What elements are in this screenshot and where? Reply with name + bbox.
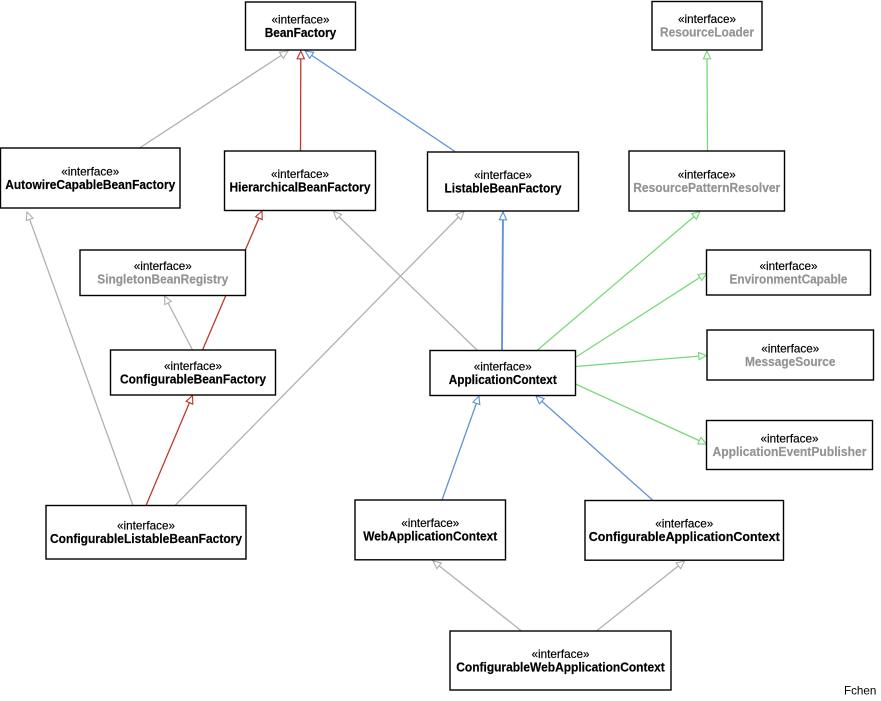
svg-text:«interface»: «interface» — [272, 12, 330, 26]
svg-text:WebApplicationContext: WebApplicationContext — [363, 529, 498, 544]
svg-text:ApplicationEventPublisher: ApplicationEventPublisher — [713, 444, 867, 459]
svg-text:SingletonBeanRegistry: SingletonBeanRegistry — [97, 272, 229, 287]
svg-text:«interface»: «interface» — [164, 359, 222, 373]
svg-text:ConfigurableWebApplicationCont: ConfigurableWebApplicationContext — [456, 659, 665, 674]
svg-text:«interface»: «interface» — [532, 647, 590, 661]
svg-text:ResourcePatternResolver: ResourcePatternResolver — [633, 180, 780, 195]
svg-text:Fchen: Fchen — [844, 684, 876, 698]
svg-text:«interface»: «interface» — [61, 164, 119, 178]
svg-text:ApplicationContext: ApplicationContext — [449, 372, 558, 387]
svg-text:BeanFactory: BeanFactory — [265, 25, 337, 40]
svg-text:«interface»: «interface» — [761, 341, 819, 355]
svg-text:ConfigurableListableBeanFactor: ConfigurableListableBeanFactory — [50, 531, 243, 546]
svg-text:«interface»: «interface» — [655, 517, 713, 531]
svg-text:«interface»: «interface» — [271, 167, 329, 181]
svg-text:ResourceLoader: ResourceLoader — [660, 25, 754, 40]
svg-text:«interface»: «interface» — [474, 168, 532, 182]
svg-text:MessageSource: MessageSource — [745, 354, 836, 369]
svg-text:«interface»: «interface» — [401, 516, 459, 530]
svg-text:«interface»: «interface» — [134, 259, 192, 273]
svg-text:«interface»: «interface» — [761, 431, 819, 445]
svg-text:«interface»: «interface» — [678, 12, 736, 26]
svg-text:«interface»: «interface» — [117, 519, 175, 533]
svg-text:«interface»: «interface» — [760, 259, 818, 273]
svg-text:HierarchicalBeanFactory: HierarchicalBeanFactory — [230, 180, 372, 195]
svg-text:ListableBeanFactory: ListableBeanFactory — [445, 180, 563, 195]
svg-text:«interface»: «interface» — [678, 167, 736, 181]
svg-text:ConfigurableApplicationContext: ConfigurableApplicationContext — [589, 529, 781, 544]
svg-text:«interface»: «interface» — [474, 359, 532, 373]
svg-text:EnvironmentCapable: EnvironmentCapable — [730, 271, 848, 286]
svg-text:AutowireCapableBeanFactory: AutowireCapableBeanFactory — [5, 177, 176, 192]
svg-text:ConfigurableBeanFactory: ConfigurableBeanFactory — [120, 371, 267, 386]
